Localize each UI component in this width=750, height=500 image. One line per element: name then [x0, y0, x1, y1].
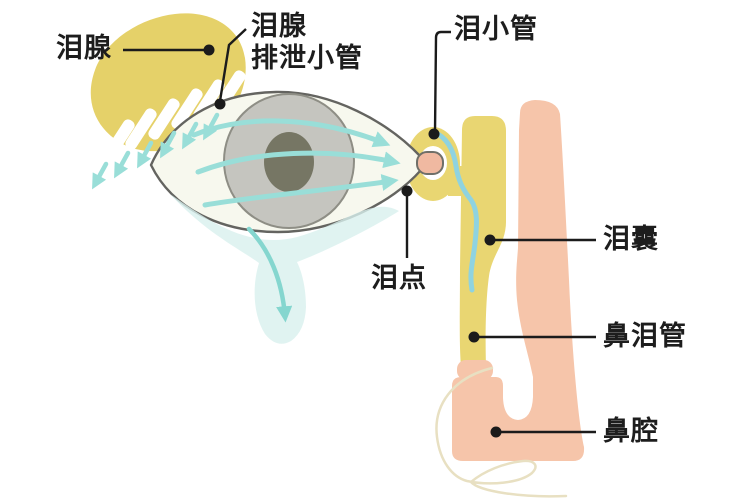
- label-nasolacrimal-duct: 鼻泪管: [603, 321, 687, 351]
- label-punctum: 泪点: [371, 263, 427, 293]
- punctum-opening: [416, 151, 444, 175]
- label-canaliculus: 泪小管: [454, 14, 538, 44]
- leader-lines: [123, 28, 596, 434]
- leader-dots: [203, 44, 502, 438]
- duct-opening-bulge: [457, 360, 493, 380]
- tear-duct-line: [431, 129, 479, 293]
- label-excretory-ducts-line2: 排泄小管: [251, 42, 363, 73]
- pupil: [264, 132, 314, 192]
- nasal-structure-shape: [452, 100, 585, 461]
- label-excretory-ducts-line1: 泪腺: [251, 11, 307, 41]
- label-lacrimal-gland: 泪腺: [56, 33, 112, 63]
- gland-secretion-arrows: [92, 112, 220, 190]
- label-excretory-ducts: 泪腺 排泄小管: [251, 11, 363, 75]
- label-lacrimal-sac: 泪囊: [603, 224, 659, 254]
- lacrimal-sac-duct-shape: [459, 116, 506, 367]
- tear-drop: [170, 194, 399, 344]
- nose-sketch-curve: [435, 366, 568, 498]
- tear-drop-arrow: [246, 226, 293, 323]
- label-nasal-cavity: 鼻腔: [603, 416, 659, 446]
